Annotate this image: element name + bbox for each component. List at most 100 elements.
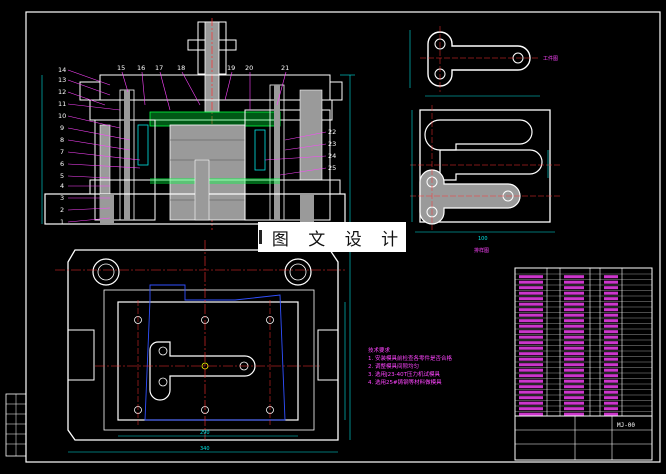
parts-list-cell [564, 291, 584, 295]
margin-table [5, 393, 27, 457]
parts-list-cell [519, 379, 543, 383]
parts-list-cell [604, 374, 618, 378]
parts-list-cell [604, 330, 618, 334]
parts-list-cell [564, 401, 584, 405]
plan-view [55, 240, 351, 453]
part-number-3: 3 [60, 194, 64, 202]
part-number-15: 15 [117, 64, 125, 72]
parts-list-cell [564, 275, 584, 279]
part-number-4: 4 [60, 182, 64, 190]
parts-list-cell [519, 385, 543, 389]
parts-list-cell [564, 308, 584, 312]
parts-list-cell [519, 407, 543, 411]
part-number-9: 9 [60, 124, 64, 132]
parts-list-cell [564, 363, 584, 367]
part-number-23: 23 [328, 140, 336, 148]
parts-list [514, 267, 653, 461]
parts-list-cell [604, 385, 618, 389]
part-number-22: 22 [328, 128, 336, 136]
parts-list-cell [564, 390, 584, 394]
parts-list-cell [564, 385, 584, 389]
dim-plan-width-outer: 340 [200, 446, 210, 452]
dim-layout-width: 100 [478, 236, 488, 242]
section-view [41, 18, 355, 230]
parts-list-cell [519, 324, 543, 328]
parts-list-cell [519, 330, 543, 334]
parts-list-cell [564, 330, 584, 334]
layout-view [410, 105, 560, 233]
part-number-20: 20 [245, 64, 253, 72]
parts-list-cell [604, 390, 618, 394]
dim-plan-width: 290 [200, 430, 210, 436]
parts-list-cell [519, 412, 543, 416]
part-number-19: 19 [227, 64, 235, 72]
parts-list-cell [519, 346, 543, 350]
parts-list-cell [519, 390, 543, 394]
notes-line-1: 1. 安装模具前检查各零件是否合格 [368, 356, 452, 362]
parts-list-cell [564, 286, 584, 290]
parts-list-cell [564, 341, 584, 345]
part-number-24: 24 [328, 152, 336, 160]
part-number-14: 14 [58, 66, 66, 74]
parts-list-cell [564, 412, 584, 416]
part-number-16: 16 [137, 64, 145, 72]
parts-list-cell [604, 352, 618, 356]
part-number-11: 11 [58, 100, 66, 108]
layout-label: 排样图 [474, 247, 489, 254]
parts-list-cell [564, 352, 584, 356]
parts-list-cell [519, 297, 543, 301]
parts-list-cell [519, 363, 543, 367]
watermark-banner: 图 文 设 计 [258, 222, 406, 252]
watermark-text: 图 文 设 计 [271, 229, 406, 250]
parts-list-cell [519, 368, 543, 372]
parts-list-cell [604, 363, 618, 367]
part-number-5: 5 [60, 172, 64, 180]
part-number-7: 7 [60, 148, 64, 156]
parts-list-cell [604, 319, 618, 323]
workpiece-label: 工件图 [543, 55, 558, 62]
part-numbers: 14 13 12 11 10 9 8 7 6 5 4 3 2 1 15 16 1… [58, 64, 336, 226]
parts-list-cell [519, 286, 543, 290]
workpiece-view [409, 26, 540, 97]
parts-list-cell [519, 352, 543, 356]
parts-list-cell [604, 313, 618, 317]
part-number-12: 12 [58, 88, 66, 96]
parts-list-cell [564, 297, 584, 301]
parts-list-cell [519, 275, 543, 279]
parts-list-cell [564, 346, 584, 350]
parts-list-cell [564, 379, 584, 383]
part-number-8: 8 [60, 136, 64, 144]
parts-list-cell [604, 286, 618, 290]
parts-list-cell [519, 396, 543, 400]
parts-list-cell [604, 280, 618, 284]
parts-list-cell [564, 407, 584, 411]
parts-list-cell [604, 368, 618, 372]
parts-list-cell [564, 313, 584, 317]
parts-list-cell [604, 275, 618, 279]
notes-line-3: 3. 选用J23-40T压力机试模具 [368, 372, 440, 378]
technical-notes: 技术要求 1. 安装模具前检查各零件是否合格 2. 调整模具间隙均匀 3. 选用… [368, 347, 452, 387]
parts-list-cell [604, 357, 618, 361]
parts-list-cell [604, 324, 618, 328]
parts-list-cell [604, 346, 618, 350]
parts-list-cell [519, 341, 543, 345]
parts-list-cell [519, 308, 543, 312]
parts-list-cell [604, 401, 618, 405]
parts-list-cell [564, 368, 584, 372]
parts-list-cell [604, 335, 618, 339]
parts-list-cell [604, 302, 618, 306]
drawing-code: MJ-00 [616, 422, 636, 429]
part-number-1: 1 [60, 218, 64, 226]
parts-list-cell [564, 319, 584, 323]
notes-title: 技术要求 [368, 348, 391, 354]
parts-list-cell [519, 280, 543, 284]
parts-list-cell [519, 357, 543, 361]
part-number-13: 13 [58, 76, 66, 84]
parts-list-cell [604, 291, 618, 295]
parts-list-cell [519, 313, 543, 317]
parts-list-cell [564, 374, 584, 378]
parts-list-cell [604, 297, 618, 301]
parts-list-cell [564, 324, 584, 328]
notes-line-4: 4. 选用25#铸钢等材料做模具 [368, 380, 442, 386]
